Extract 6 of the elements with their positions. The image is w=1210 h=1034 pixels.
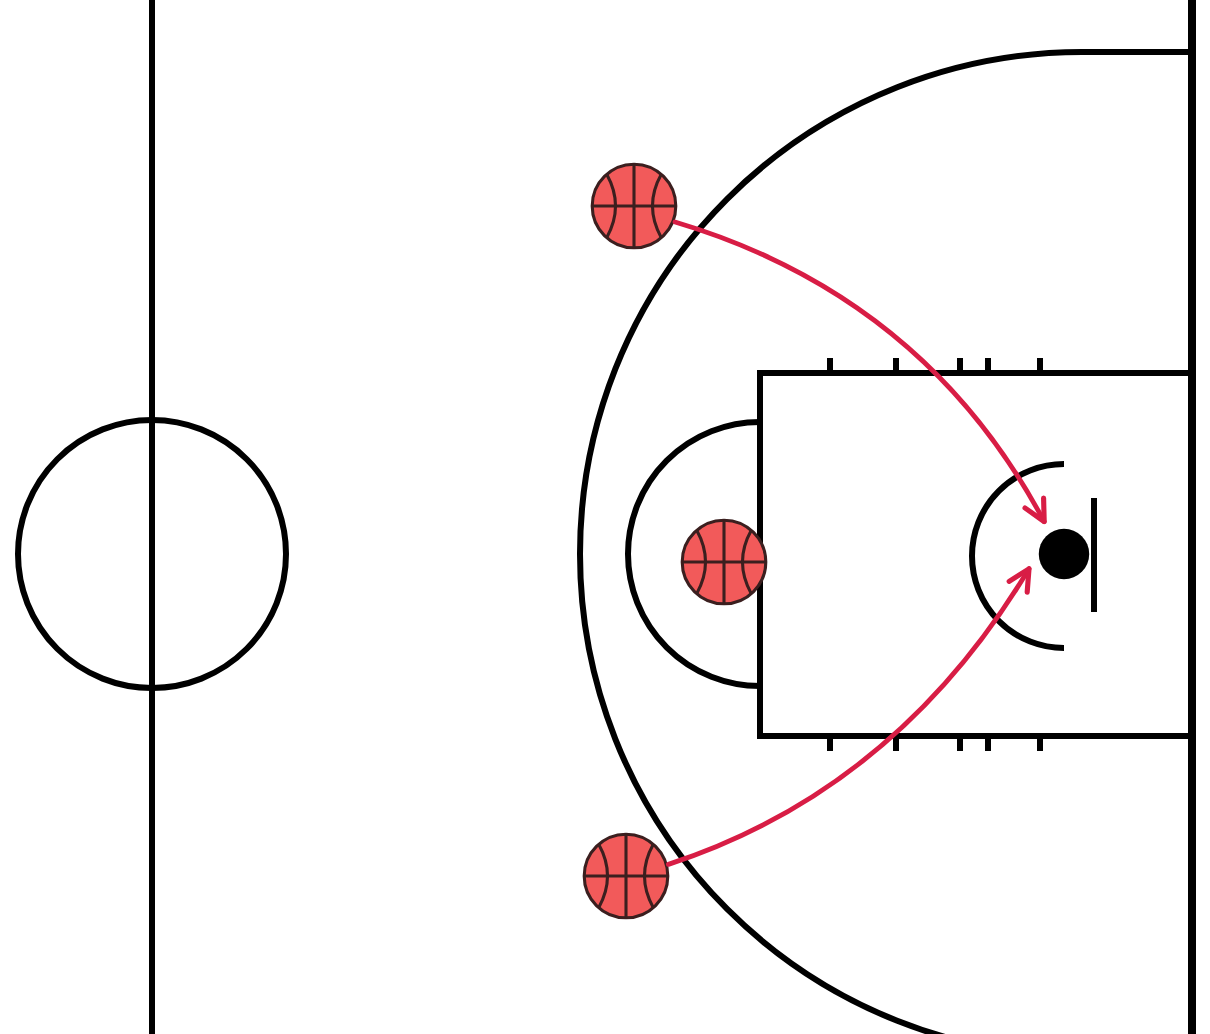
basketball-icon <box>590 162 678 250</box>
arrow <box>672 219 1047 525</box>
hoop-icon <box>1038 528 1090 580</box>
basketball-icon <box>680 518 768 606</box>
arrow <box>666 566 1032 867</box>
basketball-icon <box>582 832 670 920</box>
